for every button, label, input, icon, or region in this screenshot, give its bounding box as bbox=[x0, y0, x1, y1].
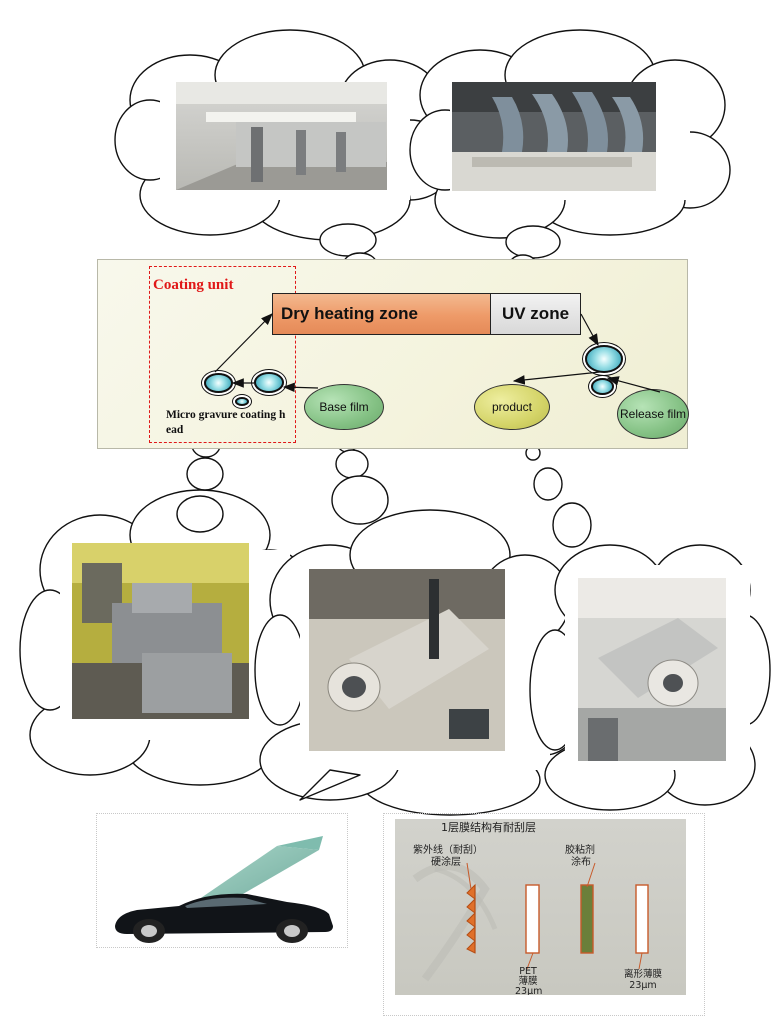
dry-heating-zone: Dry heating zone bbox=[272, 293, 491, 335]
film-structure-title: 1层膜结构有耐刮层 bbox=[441, 821, 536, 834]
film-structure-frame bbox=[383, 813, 705, 1016]
film-layer-shapes bbox=[412, 862, 649, 982]
product-node: product bbox=[474, 384, 550, 430]
adhesive-label-line2: 涂布 bbox=[571, 857, 591, 868]
release-film-label: 离形薄膜 23μm bbox=[617, 969, 669, 991]
pet-label-line2: 薄膜 bbox=[518, 976, 538, 987]
pet-film-label: PET 薄膜 23μm bbox=[515, 966, 543, 996]
pet-label-line3: 23μm bbox=[515, 986, 543, 996]
pet-label-line1: PET bbox=[519, 966, 537, 977]
base-film-node: Base film bbox=[304, 384, 384, 430]
coating-unit-label: Coating unit bbox=[153, 277, 234, 293]
photo-dryer-corridor bbox=[176, 82, 387, 190]
car-window-film-image bbox=[96, 813, 348, 948]
adhesive-label: 胶粘剂 涂布 bbox=[565, 845, 595, 869]
car-icon bbox=[115, 836, 333, 943]
release-label-line1: 离形薄膜 bbox=[623, 969, 662, 980]
adhesive-label-line1: 胶粘剂 bbox=[565, 845, 595, 856]
photo-coating-station bbox=[72, 543, 249, 719]
film-structure-diagram: 1层膜结构有耐刮层 紫外线（耐刮） 硬涂层 胶粘剂 涂布 PET 薄膜 23μm… bbox=[395, 819, 686, 995]
uv-zone: UV zone bbox=[490, 293, 581, 335]
photo-laminating-roller bbox=[578, 578, 726, 761]
lamination-roller-top bbox=[585, 345, 623, 373]
photo-uv-lamps bbox=[452, 82, 656, 191]
gravure-roller bbox=[235, 397, 249, 406]
uv-hardcoat-label-line1: 紫外线（耐刮） bbox=[413, 845, 483, 856]
release-film-node: Release film bbox=[617, 389, 689, 439]
coating-unit-box bbox=[149, 266, 296, 443]
uv-hardcoat-label: 紫外线（耐刮） 硬涂层 bbox=[413, 845, 483, 869]
coating-roller-right bbox=[254, 372, 284, 393]
photo-coating-roller bbox=[309, 569, 505, 751]
release-label-line2: 23μm bbox=[629, 980, 657, 991]
uv-hardcoat-label-line2: 硬涂层 bbox=[431, 857, 461, 868]
micro-gravure-label: Micro gravure coating h ead bbox=[166, 409, 286, 436]
